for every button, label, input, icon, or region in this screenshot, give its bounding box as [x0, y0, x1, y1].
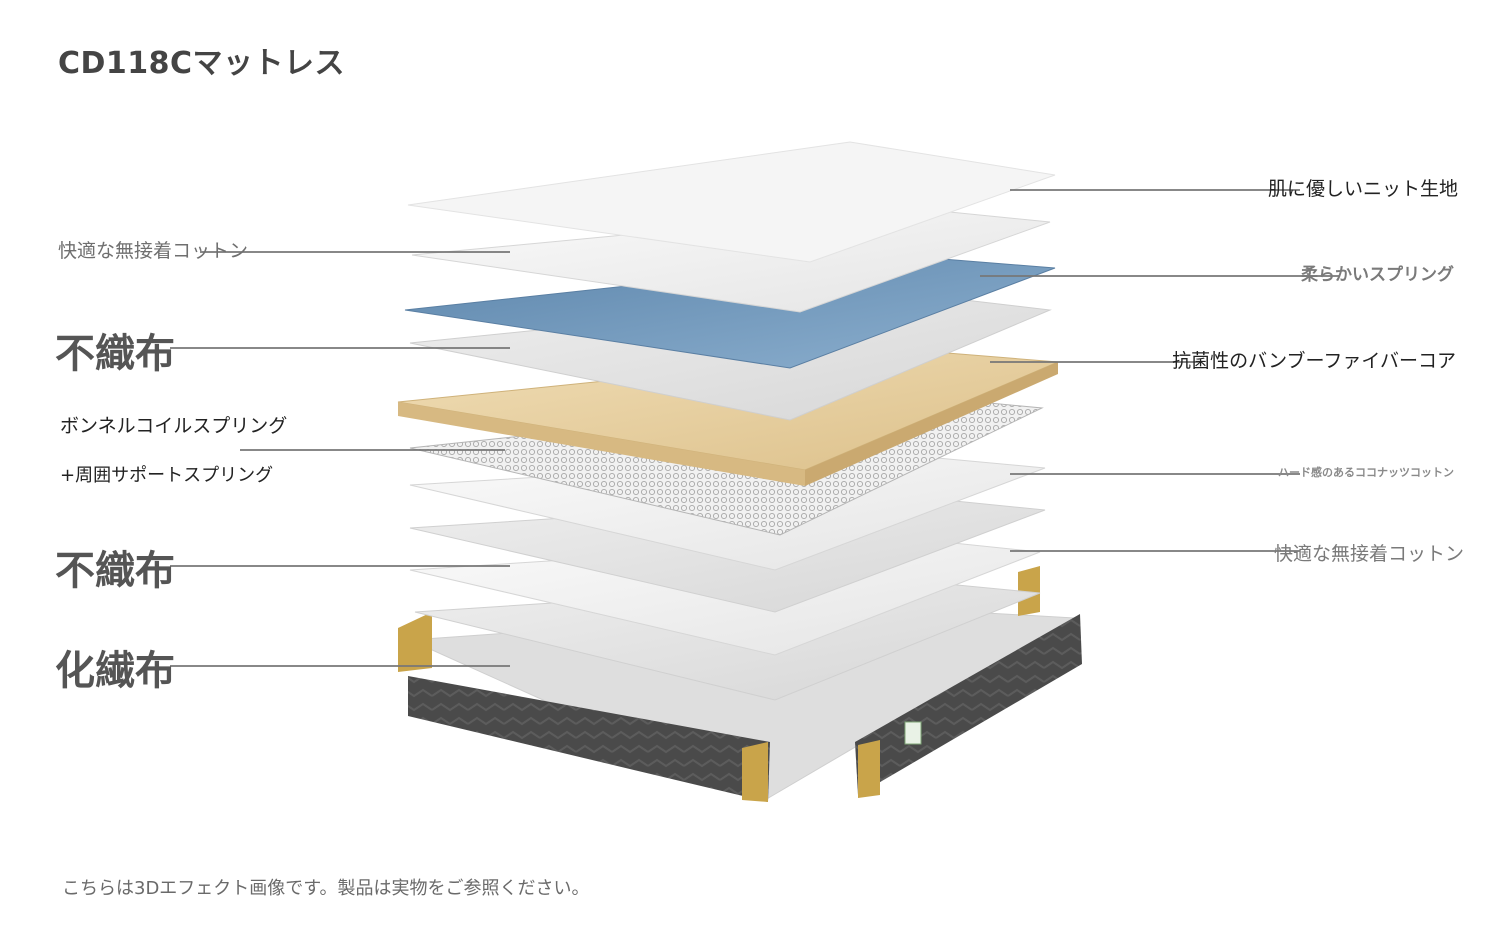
label-comfort-cotton-upper: 快適な無接着コットン [58, 240, 249, 262]
gold-corner-right [1018, 566, 1040, 616]
gold-corner-front [742, 742, 768, 802]
bamboo-core-edge-right [805, 362, 1058, 486]
base-right-panel [855, 614, 1082, 795]
label-comfort-cotton-lower: 快適な無接着コットン [1273, 543, 1464, 565]
label-soft-spring: 柔らかいスプリング [1301, 265, 1454, 285]
leader-lines-right [980, 189, 1340, 552]
leader-lines-left [170, 251, 510, 667]
gold-corner-mid [858, 740, 880, 798]
base-front-panel [408, 676, 770, 802]
label-perimeter-support: +周囲サポートスプリング [60, 465, 274, 486]
label-coconut-cotton: ハード感のあるココナッツコットン [1278, 466, 1454, 479]
label-knit-fabric: 肌に優しいニット生地 [1267, 178, 1458, 200]
label-nonwoven-upper: 不織布 [55, 331, 175, 377]
layer-knit-fabric [407, 141, 1056, 263]
gold-corner-left [398, 612, 432, 672]
label-bamboo-core: 抗菌性のバンブーファイバーコア [1172, 350, 1456, 372]
base-tag [904, 721, 922, 745]
disclaimer-footer: こちらは3Dエフェクト画像です。製品は実物をご参照ください。 [62, 878, 590, 899]
mattress-base [398, 566, 1082, 802]
label-nonwoven-lower: 不織布 [55, 548, 175, 594]
bamboo-core-edge [398, 402, 805, 486]
label-synthetic-fabric: 化繊布 [55, 648, 175, 694]
label-bonnell-coil: ボンネルコイルスプリング [60, 415, 288, 437]
page-title: CD118Cマットレス [58, 46, 346, 81]
